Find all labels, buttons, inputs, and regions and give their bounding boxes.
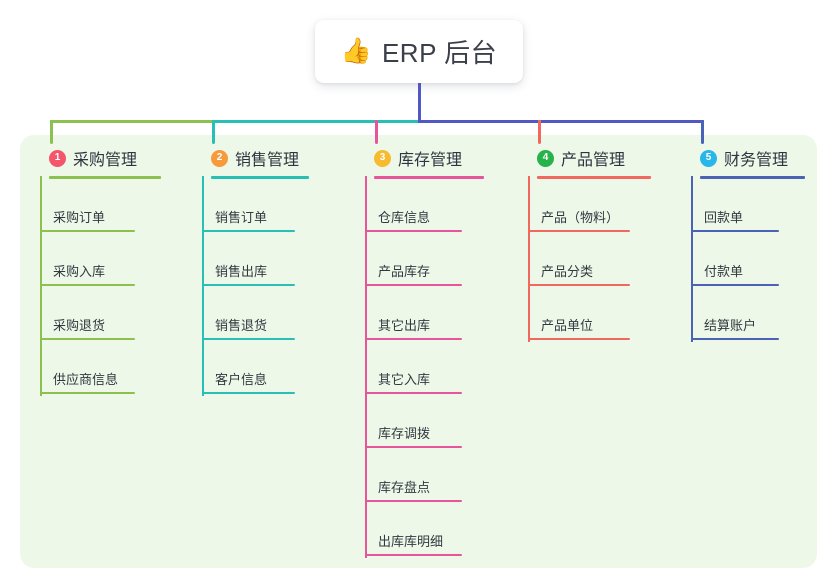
leaf-label: 供应商信息: [53, 372, 119, 387]
branch-number-badge: 1: [49, 149, 66, 167]
branches-panel: [20, 135, 817, 568]
leaf-label: 采购订单: [53, 210, 106, 225]
leaf-underline: [40, 338, 135, 340]
branch-underline: [49, 176, 161, 179]
branch-title: 财务管理: [724, 152, 789, 169]
branch-number-badge: 3: [374, 149, 391, 167]
branch-column-5[interactable]: 5 财务管理回款单付款单结算账户: [686, 142, 836, 342]
leaf-label: 客户信息: [215, 372, 268, 387]
leaf-label: 其它出库: [378, 318, 431, 333]
branch-spine: [528, 176, 530, 342]
branch-stub-3: [375, 120, 378, 144]
branch-header-2[interactable]: 2 销售管理: [197, 142, 347, 174]
branch-title: 采购管理: [73, 152, 138, 169]
thumbs-up-icon: 👍: [340, 37, 372, 65]
branch-underline: [537, 176, 651, 179]
branch-stub-2: [212, 120, 215, 144]
leaf-label: 采购入库: [53, 264, 106, 279]
branch-title: 产品管理: [561, 152, 626, 169]
branch-stub-1: [50, 120, 53, 144]
branch-column-4[interactable]: 4 产品管理产品（物料） 产品分类产品单位: [523, 142, 673, 342]
leaf-label: 产品单位: [541, 318, 594, 333]
branch-column-1[interactable]: 1 采购管理采购订单采购入库采购退货供应商信息: [35, 142, 185, 396]
bus-segment-3: [418, 120, 704, 123]
branch-spine: [365, 176, 367, 558]
branch-underline: [700, 176, 805, 179]
leaf-label: 库存盘点: [378, 480, 431, 495]
leaf-underline: [365, 446, 462, 448]
leaf-underline: [202, 230, 295, 232]
leaf-underline: [691, 284, 779, 286]
branch-column-3[interactable]: 3 库存管理仓库信息产品库存其它出库其它入库库存调拨库存盘点出库库明细: [360, 142, 510, 558]
leaf-label: 销售出库: [215, 264, 268, 279]
leaf-underline: [202, 284, 295, 286]
branch-spine: [40, 176, 42, 396]
bus-left-elbow: [50, 120, 58, 123]
leaf-underline: [365, 284, 462, 286]
branch-number-badge: 2: [211, 149, 228, 167]
branch-header-4[interactable]: 4 产品管理: [523, 142, 673, 174]
leaf-label: 采购退货: [53, 318, 106, 333]
branch-title: 库存管理: [398, 152, 463, 169]
leaf-underline: [202, 338, 295, 340]
leaf-underline: [40, 284, 135, 286]
branch-header-1[interactable]: 1 采购管理: [35, 142, 185, 174]
leaf-label: 产品分类: [541, 264, 594, 279]
branch-spine: [202, 176, 204, 396]
leaf-underline: [40, 230, 135, 232]
leaf-label: 产品库存: [378, 264, 431, 279]
leaf-underline: [528, 284, 630, 286]
branch-column-2[interactable]: 2 销售管理销售订单销售出库销售退货客户信息: [197, 142, 347, 396]
leaf-underline: [365, 500, 462, 502]
leaf-label: 结算账户: [704, 318, 757, 333]
leaf-underline: [365, 392, 462, 394]
branch-header-5[interactable]: 5 财务管理: [686, 142, 836, 174]
branch-underline: [374, 176, 484, 179]
branch-title: 销售管理: [235, 152, 300, 169]
root-node[interactable]: 👍 ERP 后台: [315, 20, 523, 83]
root-title: ERP 后台: [381, 38, 498, 68]
leaf-label: 回款单: [704, 210, 744, 225]
leaf-label: 其它入库: [378, 372, 431, 387]
leaf-label: 出库库明细: [378, 534, 444, 549]
bus-segment-1: [50, 120, 215, 123]
leaf-underline: [365, 554, 462, 556]
leaf-underline: [365, 230, 462, 232]
bus-segment-2: [212, 120, 422, 123]
leaf-underline: [40, 392, 135, 394]
leaf-label: 销售退货: [215, 318, 268, 333]
leaf-label: 付款单: [704, 264, 744, 279]
branch-spine: [691, 176, 693, 342]
leaf-label: 仓库信息: [378, 210, 431, 225]
leaf-label: 库存调拨: [378, 426, 431, 441]
leaf-underline: [691, 230, 779, 232]
leaf-underline: [365, 338, 462, 340]
leaf-underline: [528, 230, 630, 232]
branch-header-3[interactable]: 3 库存管理: [360, 142, 510, 174]
root-drop-line: [418, 83, 421, 123]
leaf-label: 销售订单: [215, 210, 268, 225]
branch-number-badge: 4: [537, 149, 554, 167]
branch-stub-4: [538, 120, 541, 144]
branch-number-badge: 5: [700, 149, 717, 167]
leaf-label: 产品（物料）: [541, 210, 620, 225]
leaf-underline: [528, 338, 630, 340]
branch-stub-5: [701, 120, 704, 144]
leaf-underline: [691, 338, 779, 340]
branch-underline: [211, 176, 309, 179]
leaf-underline: [202, 392, 295, 394]
